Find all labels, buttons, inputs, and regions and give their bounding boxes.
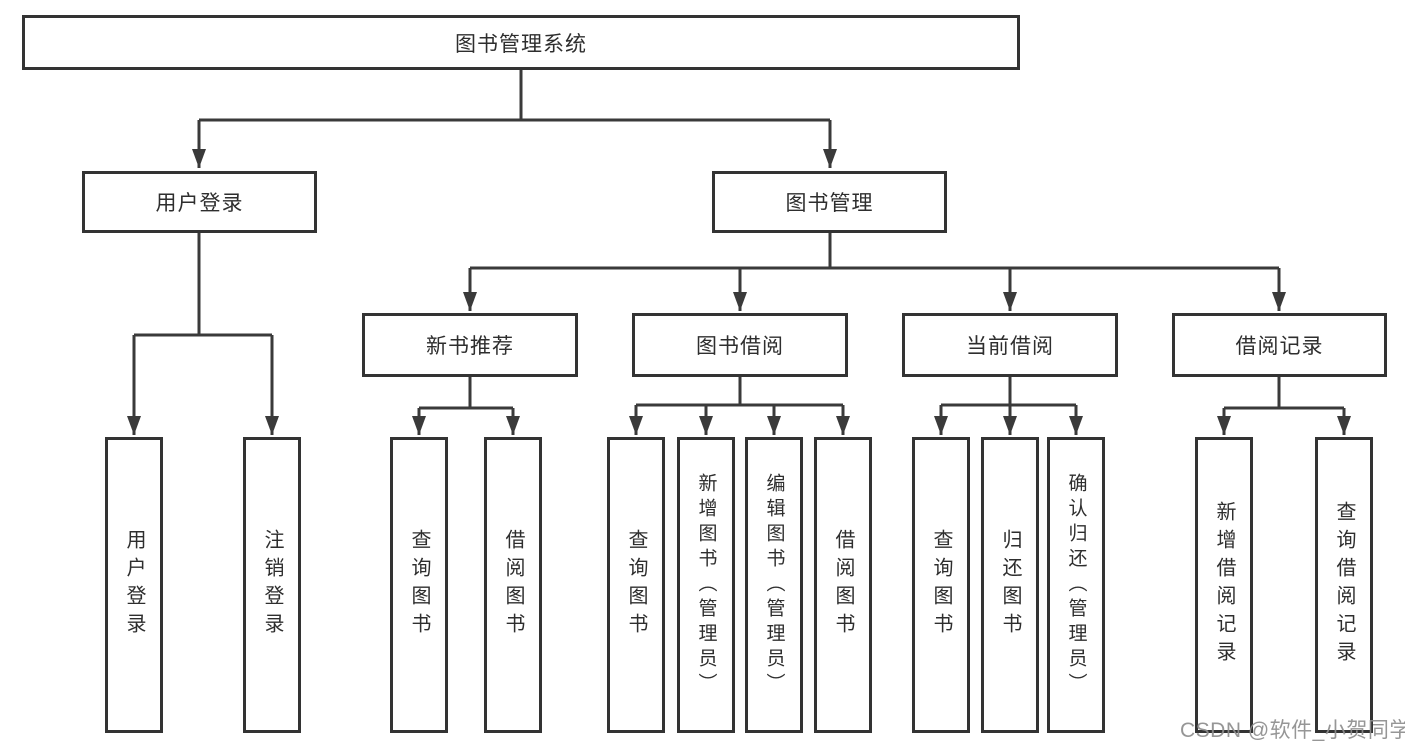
node-borrow-records: 借阅记录 <box>1172 313 1387 377</box>
node-book-borrow-label: 图书借阅 <box>696 335 784 358</box>
leaf-current-query-books: 查询图书 <box>912 437 970 733</box>
leaf-current-query-books-label: 查询图书 <box>930 529 952 641</box>
leaf-logout: 注销登录 <box>243 437 301 733</box>
leaf-edit-books-admin-label: 编辑图书（管理员） <box>763 472 785 698</box>
leaf-recommend-query-books: 查询图书 <box>390 437 448 733</box>
leaf-user-login-label: 用户登录 <box>123 529 145 641</box>
node-borrow-records-label: 借阅记录 <box>1235 335 1324 358</box>
leaf-recommend-borrow-books-label: 借阅图书 <box>502 529 524 641</box>
node-book-borrow: 图书借阅 <box>632 313 848 377</box>
leaf-borrow-books-label: 借阅图书 <box>832 529 854 641</box>
leaf-edit-books-admin: 编辑图书（管理员） <box>745 437 803 733</box>
node-book-management-label: 图书管理 <box>785 192 874 215</box>
node-current-borrow-label: 当前借阅 <box>966 335 1054 358</box>
leaf-borrow-query-books-label: 查询图书 <box>625 529 647 641</box>
leaf-return-books: 归还图书 <box>981 437 1039 733</box>
node-user-login-label: 用户登录 <box>155 192 244 215</box>
node-new-book-recommend: 新书推荐 <box>362 313 578 377</box>
node-user-login: 用户登录 <box>82 171 317 233</box>
leaf-return-books-label: 归还图书 <box>999 529 1021 641</box>
leaf-confirm-return-admin-label: 确认归还（管理员） <box>1065 472 1087 698</box>
node-book-management: 图书管理 <box>712 171 947 233</box>
node-current-borrow: 当前借阅 <box>902 313 1118 377</box>
leaf-add-borrow-record-label: 新增借阅记录 <box>1213 501 1235 669</box>
node-root: 图书管理系统 <box>22 15 1020 70</box>
leaf-recommend-query-books-label: 查询图书 <box>408 529 430 641</box>
leaf-add-borrow-record: 新增借阅记录 <box>1195 437 1253 733</box>
node-new-book-recommend-label: 新书推荐 <box>426 335 514 358</box>
leaf-add-books-admin-label: 新增图书（管理员） <box>695 472 717 698</box>
node-root-label: 图书管理系统 <box>455 32 587 56</box>
leaf-query-borrow-record-label: 查询借阅记录 <box>1333 501 1355 669</box>
leaf-recommend-borrow-books: 借阅图书 <box>484 437 542 733</box>
csdn-watermark: CSDN @软件_小贺同学 <box>1180 719 1405 742</box>
leaf-logout-label: 注销登录 <box>261 529 283 641</box>
leaf-borrow-books: 借阅图书 <box>814 437 872 733</box>
leaf-user-login: 用户登录 <box>105 437 163 733</box>
leaf-add-books-admin: 新增图书（管理员） <box>677 437 735 733</box>
leaf-confirm-return-admin: 确认归还（管理员） <box>1047 437 1105 733</box>
leaf-query-borrow-record: 查询借阅记录 <box>1315 437 1373 733</box>
leaf-borrow-query-books: 查询图书 <box>607 437 665 733</box>
